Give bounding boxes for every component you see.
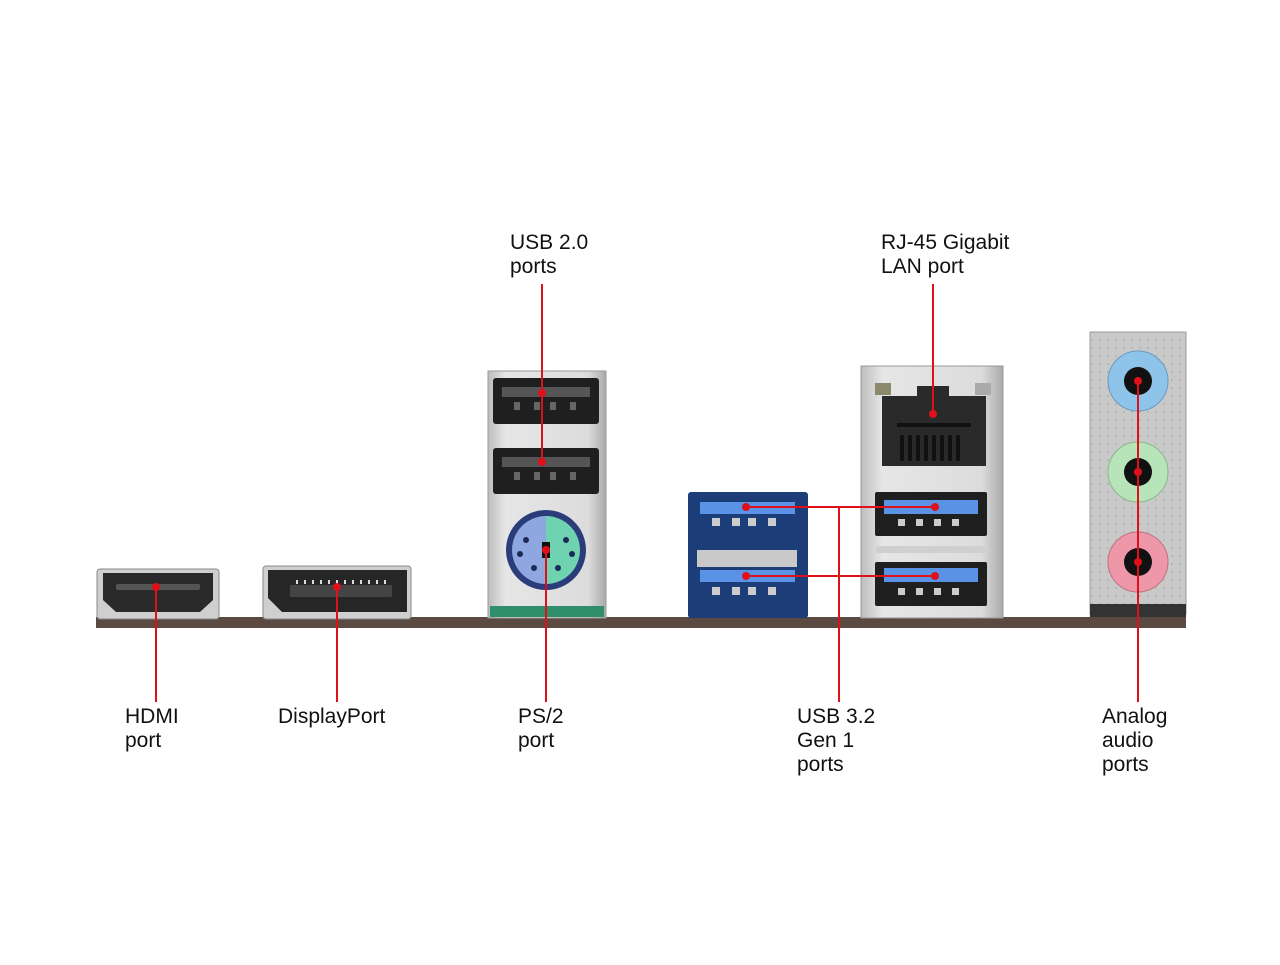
callout-dot-hdmi: [152, 583, 160, 591]
displayport-connector: [262, 565, 412, 620]
pcb-strip: [96, 617, 1186, 628]
callout-dot-audio-pink: [1134, 558, 1142, 566]
hdmi-connector: [96, 568, 220, 620]
label-hdmi: HDMI port: [125, 705, 179, 752]
usb3-port-right-top: [875, 492, 987, 536]
callout-dot-usb2-top: [538, 389, 546, 397]
label-audio: Analog audio ports: [1102, 705, 1168, 776]
callout-dot-usb3-rb: [931, 572, 939, 580]
usb2-port-top: [493, 378, 599, 424]
callout-dot-usb3-lb: [742, 572, 750, 580]
rj45-port: [882, 386, 986, 466]
usb3-stack-left: [688, 492, 808, 618]
label-usb3: USB 3.2 Gen 1 ports: [797, 705, 876, 776]
usb2-port-bottom: [493, 448, 599, 494]
label-displayport: DisplayPort: [278, 705, 386, 728]
usb3-port-right-bottom: [875, 562, 987, 606]
callout-dot-displayport: [333, 583, 341, 591]
callout-dot-usb3-lt: [742, 503, 750, 511]
label-ps2: PS/2 port: [518, 705, 564, 752]
label-usb2: USB 2.0 ports: [510, 231, 589, 278]
callout-dot-ps2: [542, 546, 550, 554]
callout-dot-audio-green: [1134, 468, 1142, 476]
callout-dot-audio-blue: [1134, 377, 1142, 385]
callout-dot-usb3-rt: [931, 503, 939, 511]
label-rj45: RJ-45 Gigabit LAN port: [881, 231, 1010, 278]
callout-dot-usb2-bottom: [538, 458, 546, 466]
callout-dot-rj45: [929, 410, 937, 418]
